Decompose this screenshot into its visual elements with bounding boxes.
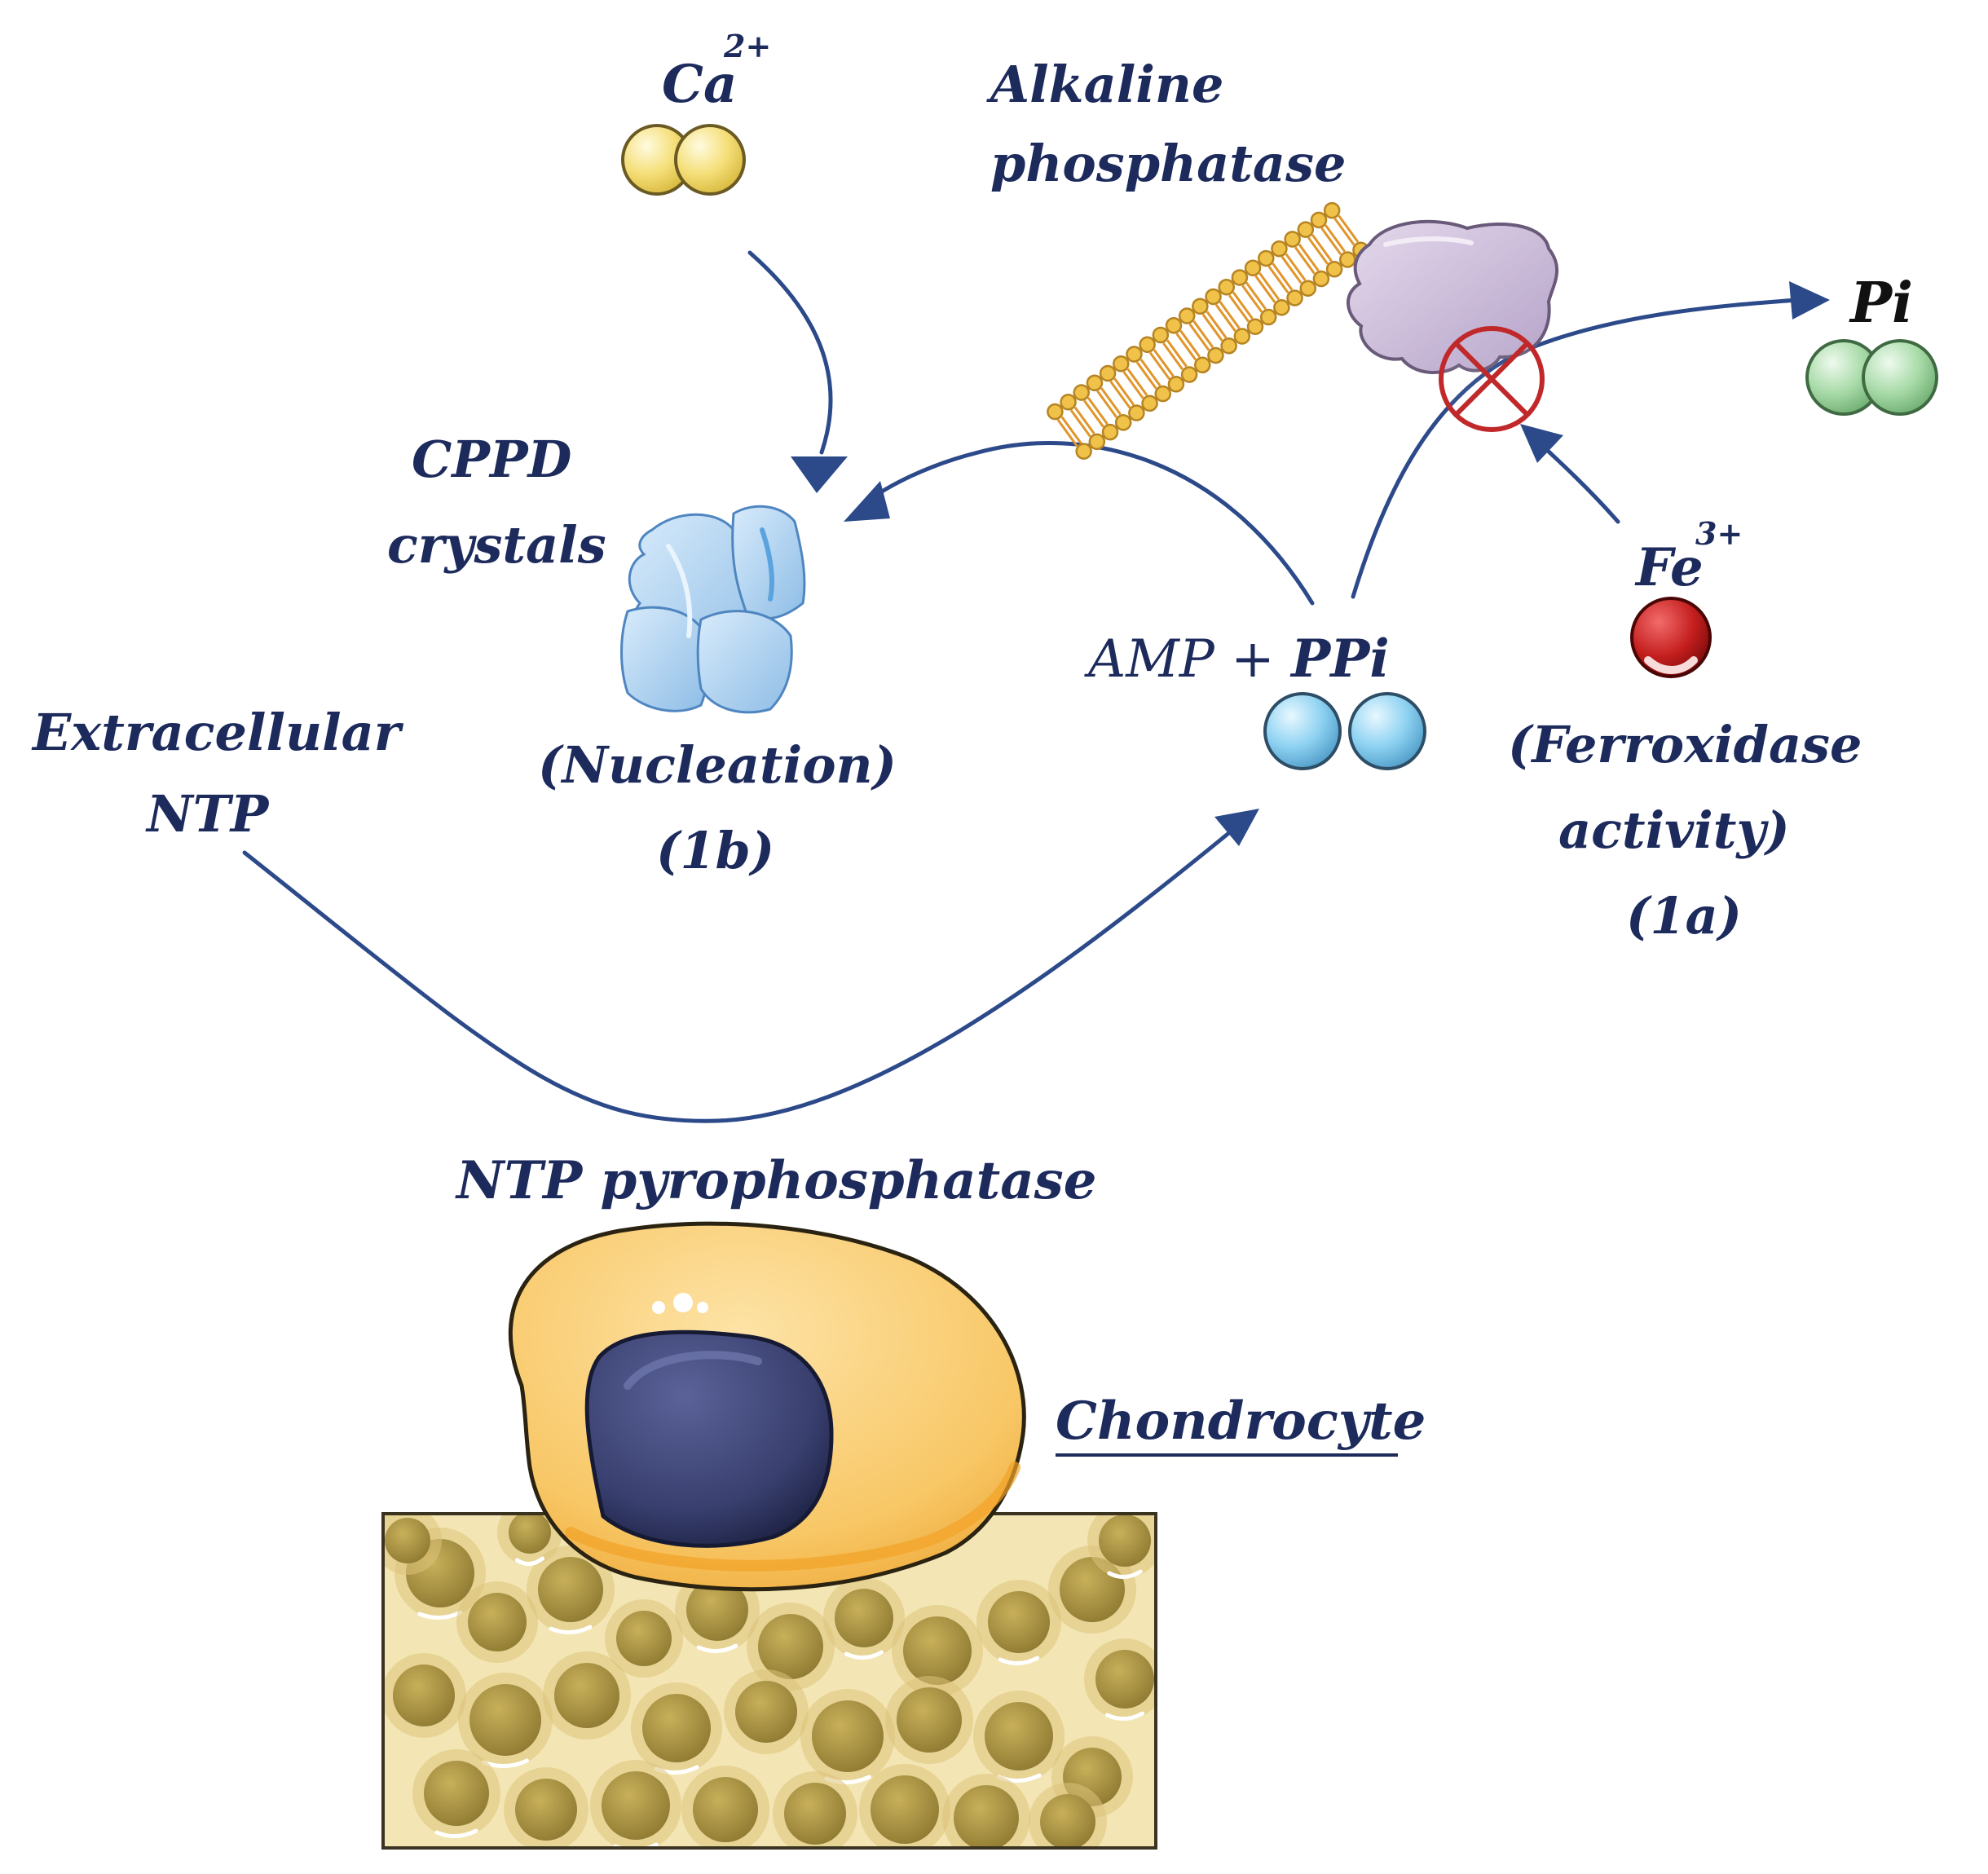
ferroxidase-label-line1: (Ferroxidase (1508, 715, 1862, 774)
arrowhead-ppi (1214, 809, 1259, 846)
alkaline-label-line2: phosphatase (990, 134, 1346, 193)
arrow-ppi-to-crystals (862, 440, 1315, 606)
cppd-label-line1: CPPD (412, 430, 572, 489)
alkaline-label-line1: Alkaline (986, 55, 1223, 114)
ferroxidase-label-line2: activity) (1558, 800, 1790, 860)
membrane-icon (1047, 201, 1369, 460)
iron-label: Fe (1634, 537, 1704, 598)
inhibition-icon (1439, 326, 1545, 432)
arrowheads (791, 281, 1830, 846)
calcium-ion-icon (621, 124, 746, 196)
arrow-iron-to-inhibition (1534, 438, 1620, 524)
amp-ppi-label: AMP + PPi (1084, 628, 1390, 690)
arrowhead-inhibition (1520, 424, 1563, 463)
ferroxidase-ref: (1a) (1626, 886, 1742, 946)
nucleation-label: (Nucleation) (538, 735, 897, 795)
enzyme-icon (1347, 219, 1558, 374)
chondrocyte-cell-icon (508, 1221, 1026, 1592)
pyrophosphate-ion-icon (1263, 692, 1426, 770)
cppd-label-line2: crystals (387, 515, 606, 575)
phosphate-ion-icon (1805, 339, 1938, 416)
arrow-ntp-to-ppi (242, 829, 1233, 1123)
extracellular-label-line1: Extracellular (31, 703, 404, 762)
chondrocyte-label: Chondrocyte (1056, 1391, 1426, 1452)
extracellular-label-line2: NTP (145, 784, 271, 844)
calcium-charge: 2+ (723, 28, 771, 64)
calcium-label: Ca (662, 54, 737, 115)
ntp-pyrophosphatase-label: NTP pyrophosphatase (455, 1150, 1096, 1211)
crystal-icon (620, 505, 806, 714)
arrows (242, 250, 1800, 1123)
arrowhead-calcium (791, 456, 848, 493)
phosphate-label: Pi (1849, 271, 1913, 336)
arrowhead-pi (1789, 281, 1830, 320)
nucleation-ref: (1b) (656, 821, 774, 880)
iron-ion-icon (1630, 597, 1712, 678)
arrow-calcium-to-crystals (747, 250, 833, 455)
iron-charge: 3+ (1695, 515, 1743, 552)
arrowhead-crystals (844, 481, 890, 522)
